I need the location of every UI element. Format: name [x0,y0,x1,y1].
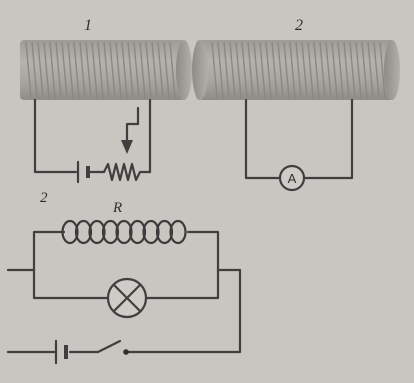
winding-turn [367,41,374,99]
coil-2-end-cap [384,40,400,100]
winding-turn [247,41,254,99]
winding-turn [349,41,356,99]
winding-turn [25,41,32,99]
winding-turn [61,41,68,99]
winding-turn [79,41,86,99]
winding-turn [319,41,326,99]
winding-turn [337,41,344,99]
label-coil-2: 2 [295,17,303,34]
winding-turn [85,41,92,99]
winding-turn [235,41,242,99]
winding-turn [295,41,302,99]
coil-1 [20,40,192,100]
winding-turn [223,41,230,99]
winding-turn [301,41,308,99]
rheostat-slider [121,106,140,154]
winding-turn [73,41,80,99]
winding-turn [331,41,338,99]
lamp-right-wire [144,268,220,300]
lamp-icon [106,277,148,319]
coil-loop [169,219,187,245]
circuit-3: 2 [6,190,242,365]
coil-bottom [61,219,187,245]
winding-turn [259,41,266,99]
winding-turn [277,41,284,99]
winding-turn [121,41,128,99]
circuit-2-right-wire [302,98,354,180]
winding-turn [127,41,134,99]
winding-turn [229,41,236,99]
label-coil-bottom: 2 [40,190,48,206]
winding-turn [289,41,296,99]
coil-bottom-left-lead [32,230,66,272]
coil-loop [61,219,79,245]
winding-turn [241,41,248,99]
winding-turn [379,41,386,99]
ammeter-label: A [288,171,297,186]
winding-turn [151,41,158,99]
coil-2-windings [211,41,386,99]
coil-loop [142,219,160,245]
winding-turn [211,41,218,99]
winding-turn [169,41,176,99]
winding-turn [133,41,140,99]
winding-turn [325,41,332,99]
circuit-2-left-wire [244,98,282,180]
winding-turn [163,41,170,99]
coil-loop [101,219,120,245]
coil-1-end-cap [176,40,192,100]
switch-icon [96,339,122,354]
circuit-2: A [244,98,354,192]
circuit-1: R [33,98,152,216]
slider-arrow-icon [121,140,133,154]
label-coil-1: 1 [84,17,92,34]
winding-turn [307,41,314,99]
winding-turn [37,41,44,99]
winding-turn [49,41,56,99]
coil-2 [192,40,400,100]
coil-loop [155,219,174,245]
coil-loop [88,219,106,245]
label-resistor: R [112,200,122,216]
winding-turn [271,41,278,99]
circuit-1-left-wire [33,98,78,174]
winding-turn [283,41,290,99]
coil-loop [115,219,133,245]
coil-1-windings [25,41,176,99]
winding-turn [145,41,152,99]
coil-loop [74,219,93,245]
winding-turn [157,41,164,99]
winding-turn [97,41,104,99]
winding-turn [91,41,98,99]
winding-turn [43,41,50,99]
winding-turn [253,41,260,99]
winding-turn [313,41,320,99]
winding-turn [217,41,224,99]
winding-turn [139,41,146,99]
bottom-return-wire [126,268,242,354]
coil-bottom-right-lead [186,230,220,272]
winding-turn [265,41,272,99]
slider-arm [125,106,140,144]
winding-turn [31,41,38,99]
winding-turn [103,41,110,99]
winding-turn [343,41,350,99]
coil-loop [128,219,147,245]
winding-turn [115,41,122,99]
winding-turn [355,41,362,99]
winding-turn [361,41,368,99]
winding-turn [67,41,74,99]
switch-contact [123,349,129,355]
rheostat-resistor [102,162,152,182]
lamp-left-wire [32,268,110,300]
winding-turn [55,41,62,99]
winding-turn [109,41,116,99]
coil-2-start-cap [192,40,208,100]
winding-turn [373,41,380,99]
battery-1 [76,160,90,184]
